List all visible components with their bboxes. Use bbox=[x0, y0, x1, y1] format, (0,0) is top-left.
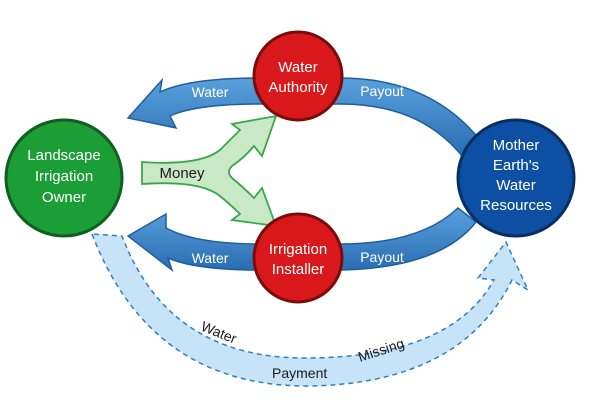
bottom-flow-arrow bbox=[126, 207, 478, 273]
authority-label-1: Water bbox=[278, 59, 317, 76]
authority-node: Water Authority bbox=[252, 30, 344, 122]
authority-label-2: Authority bbox=[268, 79, 328, 96]
installer-label-2: Installer bbox=[272, 261, 325, 278]
top-flow-arrow bbox=[126, 77, 482, 158]
bottom-water-label: Water bbox=[192, 250, 229, 266]
money-label: Money bbox=[159, 165, 205, 182]
owner-label-3: Owner bbox=[42, 189, 86, 206]
installer-label-1: Irrigation bbox=[269, 241, 327, 258]
money-fork-arrow bbox=[141, 114, 278, 228]
installer-node: Irrigation Installer bbox=[252, 212, 344, 304]
earth-label-2: Earth's bbox=[493, 157, 539, 174]
bottom-payout-label: Payout bbox=[360, 249, 404, 265]
owner-label-2: Irrigation bbox=[35, 168, 93, 185]
missing-payment-label: Payment bbox=[272, 365, 327, 381]
earth-node: Mother Earth's Water Resources bbox=[456, 118, 576, 238]
top-payout-label: Payout bbox=[360, 83, 404, 99]
owner-label-1: Landscape bbox=[27, 147, 100, 164]
top-water-label: Water bbox=[192, 84, 229, 100]
earth-label-3: Water bbox=[496, 177, 535, 194]
earth-label-4: Resources bbox=[480, 197, 552, 214]
earth-label-1: Mother bbox=[493, 137, 540, 154]
owner-node: Landscape Irrigation Owner bbox=[4, 118, 124, 238]
missing-payment-arrow bbox=[90, 233, 530, 387]
